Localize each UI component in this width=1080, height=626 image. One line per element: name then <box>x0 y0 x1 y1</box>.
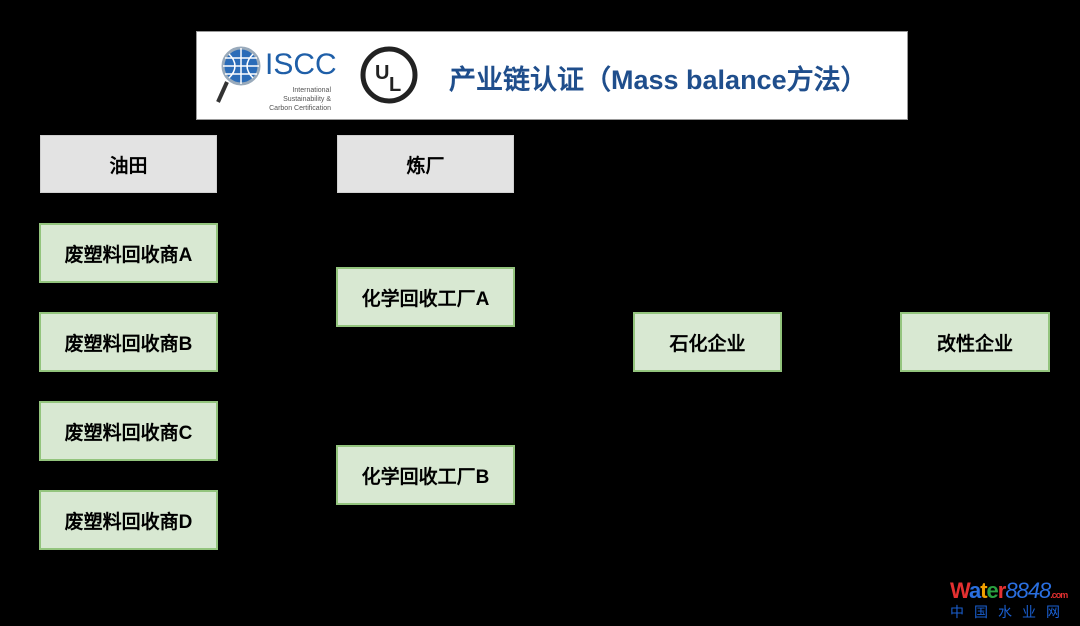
iscc-globe-icon <box>216 46 261 103</box>
svg-text:L: L <box>389 74 401 96</box>
node-oilfield: 油田 <box>40 135 217 193</box>
header-banner: ISCC International Sustainability & Carb… <box>196 31 908 120</box>
page-title: 产业链认证（Mass balance方法） <box>449 65 868 95</box>
watermark-brand-number: 8848 <box>1005 578 1051 603</box>
svg-text:U: U <box>375 62 389 84</box>
node-chem-plant-a: 化学回收工厂A <box>336 267 515 327</box>
node-chem-plant-b: 化学回收工厂B <box>336 445 515 505</box>
node-refinery: 炼厂 <box>337 135 514 193</box>
node-modifier: 改性企业 <box>900 312 1050 372</box>
watermark-domain: .com <box>1050 590 1068 600</box>
iscc-logo-subtitle: International Sustainability & Carbon Ce… <box>269 87 331 112</box>
watermark: Water8848.com 中国水业网 <box>950 578 1070 620</box>
watermark-cn: 中国水业网 <box>950 604 1070 620</box>
node-recycler-a: 废塑料回收商A <box>39 223 218 283</box>
node-recycler-c: 废塑料回收商C <box>39 401 218 461</box>
node-recycler-b: 废塑料回收商B <box>39 312 218 372</box>
node-petrochem: 石化企业 <box>633 312 782 372</box>
iscc-logo-text: ISCC <box>265 48 337 81</box>
ul-logo-icon: U L <box>360 46 418 104</box>
node-recycler-d: 废塑料回收商D <box>39 490 218 550</box>
